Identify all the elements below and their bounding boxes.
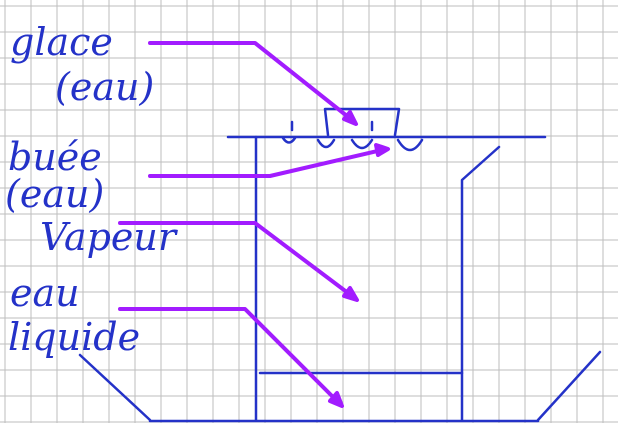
label-buee: buée <box>8 135 102 179</box>
label-glace-paren: (eau) <box>55 65 154 109</box>
arrow-glace-head <box>342 110 358 126</box>
arrow-eau-liquide-head <box>328 391 344 408</box>
outer-basin-right <box>536 350 602 422</box>
arrow-eau-liquide <box>118 307 339 403</box>
labels: glace (eau) buée (eau) Vapeur eau liquid… <box>5 20 179 359</box>
arrow-buee <box>148 148 384 178</box>
outer-basin <box>78 353 152 422</box>
ice-cube <box>323 107 401 137</box>
label-liquide: liquide <box>8 315 140 359</box>
label-vapeur: Vapeur <box>40 215 179 259</box>
label-glace: glace <box>10 20 113 64</box>
droplet-3 <box>396 138 424 152</box>
arrow-glace <box>148 41 354 122</box>
droplet-1 <box>316 138 336 149</box>
arrow-vapeur <box>118 221 354 298</box>
label-buee-paren: (eau) <box>5 172 104 216</box>
cup-right-wall <box>460 145 501 422</box>
arrow-vapeur-head <box>342 286 359 302</box>
cup-apparatus <box>78 107 602 423</box>
droplet-4 <box>281 136 297 144</box>
arrow-buee-head <box>374 143 390 157</box>
label-eau: eau <box>10 271 80 315</box>
droplet-2 <box>350 138 374 150</box>
arrows <box>118 41 390 408</box>
